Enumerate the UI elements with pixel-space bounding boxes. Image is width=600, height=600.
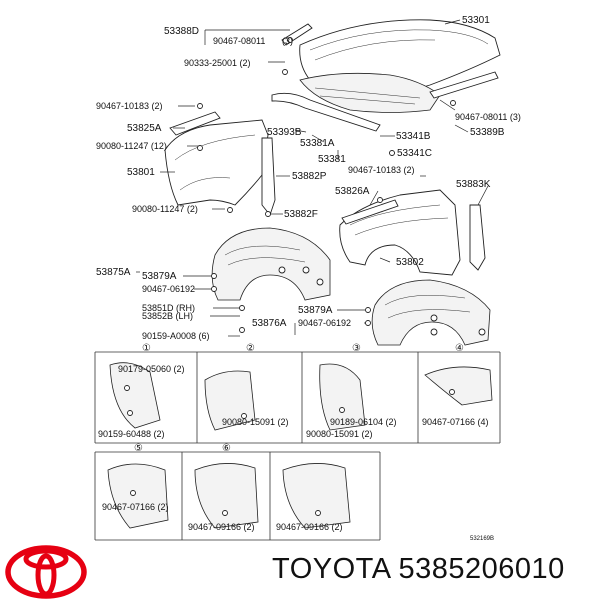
circle-markers: ① ② ③ ④ ⑤ ⑥ — [134, 343, 464, 454]
label-53341C: 53341C — [397, 148, 432, 159]
detail-grid — [94, 351, 501, 541]
label-90080-11247-2: 90080-11247 (2) — [132, 204, 198, 214]
label-53879A-r: 53879A — [298, 305, 333, 316]
label-53882F: 53882F — [284, 209, 318, 220]
label-90189-06104: 90189-06104 (2) — [330, 417, 397, 427]
fender-seal-left — [261, 137, 276, 216]
footer: TOYOTA 5385206010 — [0, 545, 600, 600]
label-53826A: 53826A — [335, 186, 370, 197]
label-53882P: 53882P — [292, 171, 327, 182]
left-fender — [164, 119, 269, 206]
label-53801: 53801 — [127, 167, 155, 178]
label-90080-11247-12: 90080-11247 (12) — [96, 141, 167, 151]
label-90080-15091-b: 90080-15091 (2) — [306, 429, 373, 439]
label-53883K: 53883K — [456, 179, 491, 190]
label-90467-08011-a: 90467-08011 — [213, 36, 265, 46]
marker-1: ① — [142, 343, 151, 354]
exploded-view-svg: 53301 53388D 90467-08011 (3) 90333-25001… — [94, 15, 521, 542]
hood-seal-strip — [271, 92, 381, 132]
label-90080-15091-a: 90080-15091 (2) — [222, 417, 289, 427]
label-53825A: 53825A — [127, 123, 162, 134]
detail-labels: 90179-05060 (2) 90159-60488 (2) 90080-15… — [98, 364, 494, 542]
label-90467-06192-r: 90467-06192 — [298, 318, 351, 328]
label-53381A: 53381A — [300, 138, 335, 149]
label-53851D: 53851D (RH) — [142, 303, 195, 313]
toyota-logo-icon — [5, 545, 87, 599]
label-53852B: 53852B (LH) — [142, 311, 193, 321]
label-53389B: 53389B — [470, 127, 505, 138]
label-90467-10183-l: 90467-10183 (2) — [96, 101, 163, 111]
label-53388D: 53388D — [164, 26, 199, 37]
label-53301: 53301 — [462, 15, 490, 26]
label-53341B: 53341B — [396, 131, 431, 142]
fender-seal-right — [469, 204, 486, 271]
fender-bracket-upper-right — [341, 199, 399, 225]
label-reference-code: 532169B — [470, 536, 494, 542]
marker-6: ⑥ — [222, 443, 231, 454]
brand-part-number: TOYOTA 5385206010 — [272, 553, 565, 585]
label-53393B: 53393B — [267, 127, 302, 138]
marker-3: ③ — [352, 343, 361, 354]
label-90467-09166-a: 90467-09166 (2) — [188, 522, 255, 532]
label-90179-05060: 90179-05060 (2) — [118, 364, 185, 374]
marker-4: ④ — [455, 343, 464, 354]
right-wheel-liner — [371, 279, 491, 346]
label-90467-09166-b: 90467-09166 (2) — [276, 522, 343, 532]
label-53875A: 53875A — [96, 267, 131, 278]
label-90467-08011-b: 90467-08011 (3) — [455, 112, 521, 122]
label-qty-3-a: (3) — [282, 36, 293, 46]
label-90159-60488: 90159-60488 (2) — [98, 429, 165, 439]
label-53879A-l: 53879A — [142, 271, 177, 282]
part-labels: 53301 53388D 90467-08011 (3) 90333-25001… — [96, 15, 521, 341]
label-53802: 53802 — [396, 257, 424, 268]
label-90467-10183-r: 90467-10183 (2) — [348, 165, 415, 175]
label-90467-07166-2: 90467-07166 (2) — [102, 502, 169, 512]
label-90467-06192-l: 90467-06192 — [142, 284, 195, 294]
label-90159-A0008: 90159-A0008 (6) — [142, 331, 210, 341]
label-53381: 53381 — [318, 154, 346, 165]
label-90467-07166-4: 90467-07166 (4) — [422, 417, 489, 427]
leader-lines — [136, 19, 489, 337]
marker-5: ⑤ — [134, 443, 143, 454]
detail-shapes — [107, 362, 493, 529]
label-90333-25001: 90333-25001 (2) — [184, 58, 251, 68]
marker-2: ② — [246, 343, 255, 354]
fastener-markers — [197, 37, 486, 336]
left-wheel-liner — [211, 227, 331, 301]
label-53876A: 53876A — [252, 318, 287, 329]
fender-bracket-upper-left — [169, 111, 221, 136]
